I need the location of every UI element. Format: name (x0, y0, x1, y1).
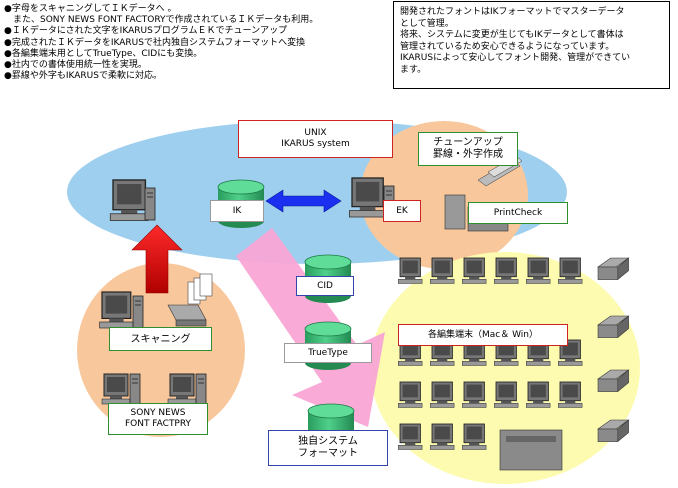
info-box: 開発されたフォントはIKフォーマットでマスターデータ として管理。 将来、システ… (393, 1, 670, 89)
feature-notes: ●字母をスキャニングしてＩＫデータへ 。 また、SONY NEWS FONT F… (4, 4, 318, 82)
sony-news-label: SONY NEWS FONT FACTPRY (108, 403, 208, 435)
unix-label-line: IKARUS system (281, 139, 350, 149)
note-line: ●罫線や外字もIKARUSで柔軟に対応。 (4, 71, 162, 82)
info-line: 将来、システムに変更が生じてもIKデータとして書体は (400, 30, 624, 40)
note-line: また、SONY NEWS FONT FACTORYで作成されているＩＫデータも利… (4, 15, 319, 26)
ik-label: IK (210, 200, 264, 222)
custom-format-line: 独自システム (298, 436, 358, 447)
printcheck-label-text: PrintCheck (493, 207, 543, 218)
unix-label-line: UNIX (304, 128, 327, 138)
truetype-label-text: TrueType (308, 347, 348, 358)
note-line: ●社内での書体使用統一性を実現。 (4, 59, 147, 70)
info-line: として管理。 (400, 18, 454, 29)
unix-system-label: UNIX IKARUS system (238, 120, 393, 158)
note-line: ●各編集端末用としてTrueType、CIDにも変換。 (4, 48, 203, 59)
info-line: 開発されたフォントはIKフォーマットでマスターデータ (400, 7, 625, 17)
info-line: ます。 (400, 64, 427, 75)
scanning-label-text: スキャニング (130, 333, 191, 345)
custom-format-line: フォーマット (298, 448, 358, 459)
sony-label-line: SONY NEWS (130, 408, 186, 418)
scan-upload-arrow (131, 224, 183, 294)
terminal-grid (397, 257, 629, 471)
printcheck-label: PrintCheck (468, 202, 568, 224)
terminals-label: 各編集端末（Mac＆ Win） (398, 324, 568, 346)
note-line: ●ＩＫデータにされた文字をIKARUSプログラムＥＫでチューンアップ (4, 26, 288, 37)
ek-label-text: EK (396, 205, 408, 216)
ik-label-text: IK (232, 205, 242, 216)
terminals-label-text: 各編集端末（Mac＆ Win） (428, 329, 538, 340)
info-line: IKARUSによって安心してフォント開発、管理ができてい (400, 53, 631, 63)
ek-label: EK (383, 200, 421, 222)
cid-label: CID (296, 276, 354, 296)
truetype-label: TrueType (284, 343, 372, 363)
scanning-label: スキャニング (109, 327, 212, 351)
note-line: ●字母をスキャニングしてＩＫデータへ 。 (4, 4, 177, 14)
custom-format-label: 独自システム フォーマット (268, 430, 388, 466)
note-line: ●完成されたＩＫデータをIKARUSで社内独自システムフォーマットへ変換 (4, 37, 306, 48)
tuneup-label-line: チューンアップ (433, 137, 503, 148)
cid-label-text: CID (317, 280, 333, 291)
sony-label-line: FONT FACTPRY (124, 419, 192, 429)
ik-ek-exchange-arrow (265, 189, 342, 213)
tuneup-label: チューンアップ 罫線・外字作成 (418, 132, 518, 166)
tuneup-label-line: 罫線・外字作成 (433, 149, 503, 160)
workstation-icon (109, 179, 149, 222)
info-line: 管理されているため安心できるようになっています。 (400, 41, 615, 52)
